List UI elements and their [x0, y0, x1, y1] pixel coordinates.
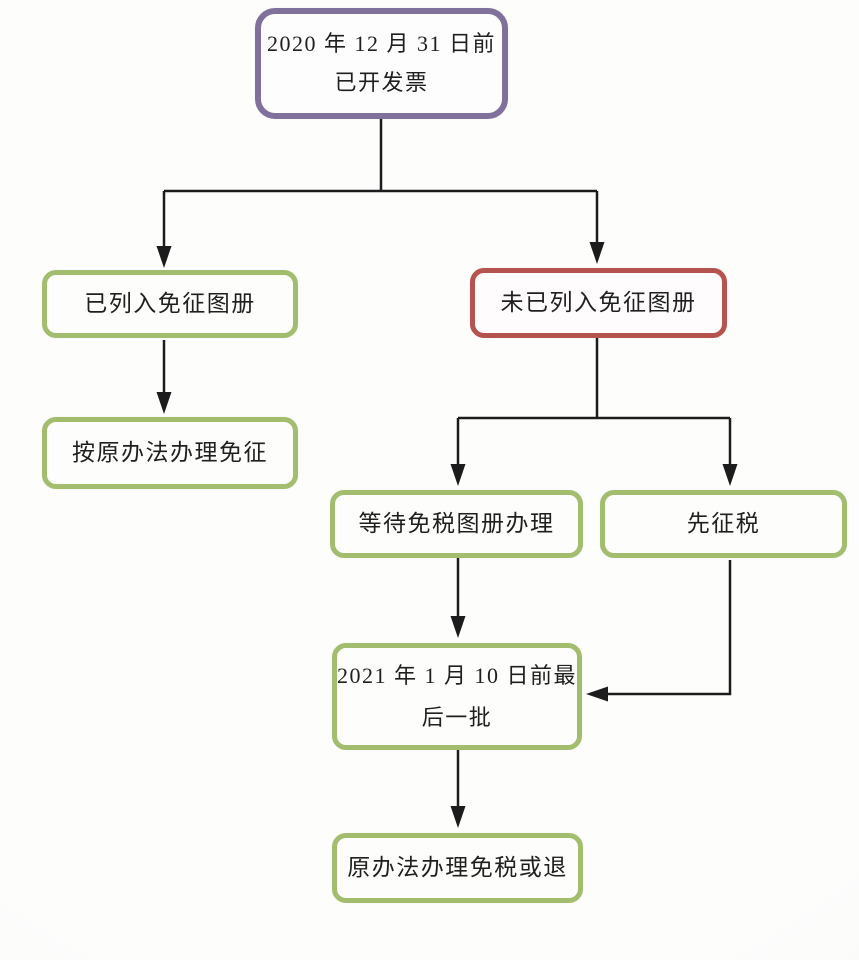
node-tax-first-label: 先征税 — [686, 510, 761, 536]
edge-not-listed-to-tax-first — [722, 418, 738, 486]
edge-invoice-issued-to-not-listed — [589, 191, 605, 264]
edge-invoice-issued-to-listed — [156, 191, 172, 268]
node-exemption-or-refund-label: 原办法办理免税或退 — [347, 854, 568, 880]
node-invoice-issued-line2: 已开发票 — [334, 69, 429, 95]
node-last-batch-line2: 后一批 — [421, 704, 493, 730]
node-invoice-issued: 2020 年 12 月 31 日前 已开发票 — [255, 8, 508, 119]
edge-tax-first-to-last-batch — [586, 560, 732, 702]
node-wait-exemption-catalog: 等待免税图册办理 — [330, 490, 583, 558]
edge-wait-catalog-to-last-batch — [450, 558, 466, 638]
node-listed-in-exemption-catalog: 已列入免征图册 — [42, 270, 298, 338]
node-tax-first: 先征税 — [600, 490, 847, 558]
edge-last-batch-to-refund — [450, 750, 466, 828]
edge-invoice-issued-split — [164, 119, 597, 193]
node-last-batch-line1: 2021 年 1 月 10 日前最 — [337, 662, 578, 688]
node-last-batch-before-2021-01-10: 2021 年 1 月 10 日前最 后一批 — [332, 643, 582, 750]
edge-not-listed-split — [458, 338, 730, 420]
node-exemption-per-original-method: 按原办法办理免征 — [42, 417, 298, 489]
node-not-listed-in-exemption-catalog: 未已列入免征图册 — [470, 268, 727, 338]
node-not-listed-label: 未已列入免征图册 — [500, 289, 697, 315]
edge-not-listed-to-wait-catalog — [450, 418, 466, 486]
node-wait-exemption-catalog-label: 等待免税图册办理 — [358, 510, 555, 536]
edge-listed-to-original-method — [156, 340, 172, 414]
node-listed-label: 已列入免征图册 — [84, 290, 256, 316]
node-exemption-per-original-method-label: 按原办法办理免征 — [72, 439, 268, 465]
node-invoice-issued-line1: 2020 年 12 月 31 日前 — [266, 31, 496, 56]
node-exemption-or-refund-original-method: 原办法办理免税或退 — [332, 833, 583, 903]
